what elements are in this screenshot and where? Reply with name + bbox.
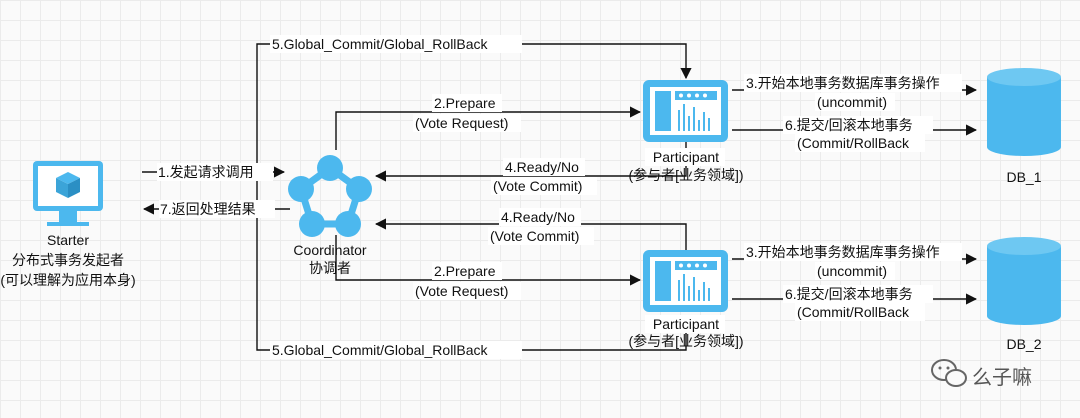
pentagon-network-icon bbox=[288, 155, 372, 237]
database-icon bbox=[987, 237, 1061, 325]
starter-sub1: 分布式事务发起者 bbox=[12, 252, 124, 268]
wechat-icon bbox=[931, 359, 967, 387]
dashboard-panel-icon bbox=[643, 250, 728, 312]
label-commit-top-2: (Commit/RollBack bbox=[797, 135, 910, 151]
starter-sub2: (可以理解为应用本身) bbox=[0, 272, 135, 288]
participant-bottom-sub: (参与者[业务领域]) bbox=[628, 333, 743, 349]
label-begin-top-1: 3.开始本地事务数据库事务操作 bbox=[746, 75, 940, 91]
label-result: 7.返回处理结果 bbox=[160, 201, 256, 217]
label-request: 1.发起请求调用 bbox=[158, 164, 254, 180]
label-ready-top-2: (Vote Commit) bbox=[493, 178, 582, 194]
monitor-cube-icon bbox=[33, 161, 103, 226]
label-prepare-bottom-2: (Vote Request) bbox=[415, 283, 508, 299]
db1-node[interactable]: DB_1 bbox=[987, 68, 1061, 185]
watermark: 么子嘛 bbox=[931, 359, 1032, 389]
db2-label: DB_2 bbox=[1006, 336, 1041, 352]
starter-label: Starter bbox=[47, 232, 89, 248]
label-ready-bottom-2: (Vote Commit) bbox=[490, 228, 579, 244]
coordinator-node[interactable]: Coordinator 协调者 bbox=[288, 155, 372, 276]
starter-node[interactable]: Starter 分布式事务发起者 (可以理解为应用本身) bbox=[0, 161, 136, 288]
label-begin-bottom-2: (uncommit) bbox=[817, 263, 887, 279]
db1-label: DB_1 bbox=[1006, 169, 1041, 185]
label-prepare-bottom-1: 2.Prepare bbox=[434, 263, 496, 279]
label-ready-top-1: 4.Ready/No bbox=[505, 159, 579, 175]
label-global-commit-bottom: 5.Global_Commit/Global_RollBack bbox=[272, 342, 489, 358]
label-ready-bottom-1: 4.Ready/No bbox=[501, 209, 575, 225]
edge-labels: 1.发起请求调用 7.返回处理结果 5.Global_Commit/Global… bbox=[157, 35, 962, 359]
edge-ready-bottom bbox=[374, 218, 687, 250]
participant-bottom-label: Participant bbox=[653, 316, 719, 332]
label-commit-bottom-1: 6.提交/回滚本地事务 bbox=[785, 286, 913, 302]
coordinator-label: Coordinator bbox=[293, 242, 366, 258]
label-global-commit-top: 5.Global_Commit/Global_RollBack bbox=[272, 36, 489, 52]
participant-bottom-node[interactable]: Participant (参与者[业务领域]) bbox=[628, 250, 744, 349]
dashboard-panel-icon bbox=[643, 80, 728, 142]
label-commit-top-1: 6.提交/回滚本地事务 bbox=[785, 117, 913, 133]
coordinator-sub: 协调者 bbox=[309, 260, 351, 276]
database-icon bbox=[987, 68, 1061, 156]
watermark-text: 么子嘛 bbox=[972, 366, 1032, 389]
label-prepare-top-1: 2.Prepare bbox=[434, 95, 496, 111]
participant-top-label: Participant bbox=[653, 149, 719, 165]
db2-node[interactable]: DB_2 bbox=[987, 237, 1061, 352]
participant-top-sub: (参与者[业务领域]) bbox=[628, 167, 743, 183]
label-commit-bottom-2: (Commit/RollBack bbox=[797, 304, 910, 320]
label-prepare-top-2: (Vote Request) bbox=[415, 115, 508, 131]
edge-prepare-top bbox=[335, 106, 642, 150]
label-begin-bottom-1: 3.开始本地事务数据库事务操作 bbox=[746, 244, 940, 260]
label-begin-top-2: (uncommit) bbox=[817, 94, 887, 110]
edge-prepare-bottom bbox=[335, 235, 642, 286]
participant-top-node[interactable]: Participant (参与者[业务领域]) bbox=[628, 80, 744, 183]
